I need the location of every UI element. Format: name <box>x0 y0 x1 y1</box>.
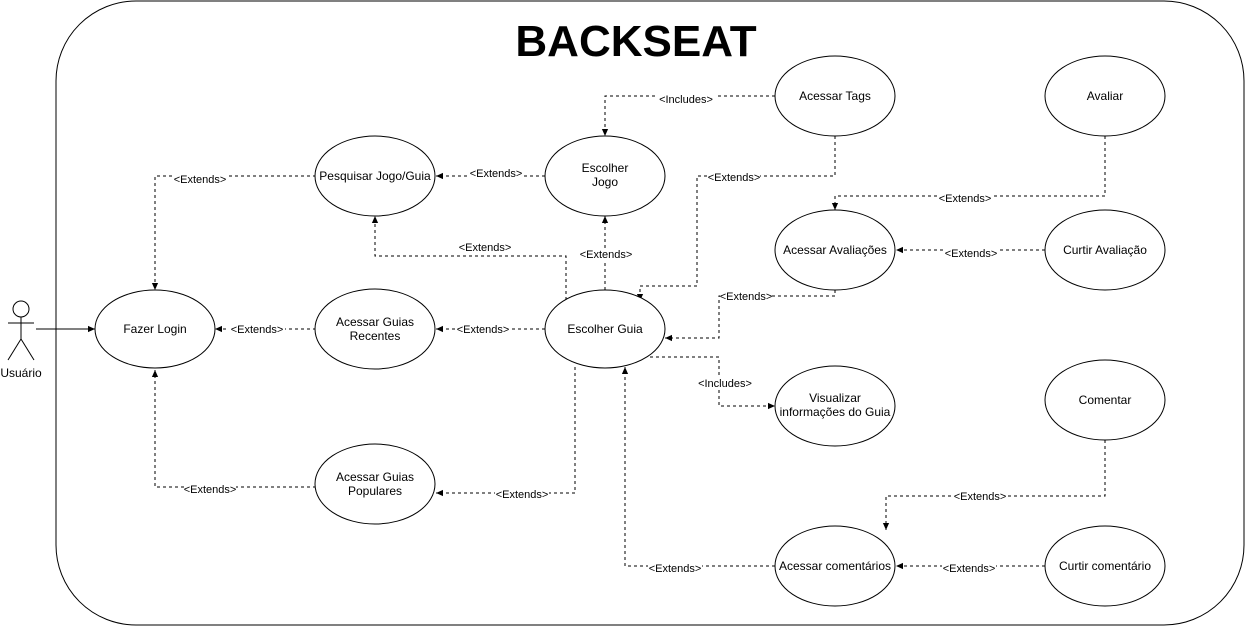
usecase-label: Populares <box>348 484 402 498</box>
edge-label: <Extends> <box>470 168 523 180</box>
edge-label: <Extends> <box>580 249 633 261</box>
usecase-label: Jogo <box>592 175 618 189</box>
usecase-acessar-tags[interactable]: Acessar Tags <box>774 55 896 137</box>
edge-tags-jogo <box>601 95 775 136</box>
usecase-label: Acessar Guias <box>336 470 414 484</box>
usecase-label: Acessar Avaliações <box>783 243 887 257</box>
usecase-curtir-avaliacao[interactable]: Curtir Avaliação <box>1044 209 1166 291</box>
system-title: BACKSEAT <box>515 17 756 66</box>
edge-guia-pesquisar <box>371 216 567 300</box>
usecase-escolher-jogo[interactable]: Escolher Jogo <box>544 135 666 217</box>
usecase-label: Pesquisar Jogo/Guia <box>319 169 431 183</box>
edge-comentarios-guia <box>621 367 775 567</box>
actor-usuario[interactable]: Usuário <box>0 300 42 380</box>
usecase-escolher-guia[interactable]: Escolher Guia <box>544 289 666 369</box>
usecase-acessar-guias-recentes[interactable]: Acessar Guias Recentes <box>314 288 436 370</box>
usecase-fazer-login[interactable]: Fazer Login <box>94 289 216 369</box>
edge-label: <Extends> <box>649 563 702 575</box>
usecase-label: Curtir comentário <box>1059 559 1151 573</box>
edge-guia-populares <box>436 367 576 497</box>
edge-label: <Extends> <box>457 324 510 336</box>
usecase-label: Visualizar <box>809 391 861 405</box>
actor-label: Usuário <box>0 366 42 380</box>
usecase-pesquisar-jogo-guia[interactable]: Pesquisar Jogo/Guia <box>314 135 436 217</box>
usecase-visualizar-informacoes[interactable]: Visualizar informações do Guia <box>774 365 896 447</box>
edge-label: <Extends> <box>174 174 227 186</box>
edge-label: <Extends> <box>720 291 773 303</box>
edge-label: <Extends> <box>708 172 761 184</box>
usecase-label: Fazer Login <box>123 322 186 336</box>
usecase-curtir-comentario[interactable]: Curtir comentário <box>1044 525 1166 607</box>
edge-label-group: <Extends> <Extends> <Extends> <Extends> … <box>174 93 1007 575</box>
usecase-avaliar[interactable]: Avaliar <box>1044 55 1166 137</box>
usecase-label: Recentes <box>350 329 401 343</box>
usecase-label: Avaliar <box>1087 89 1123 103</box>
edge-label: <Includes> <box>698 378 752 390</box>
edge-guia-visualizar <box>650 356 775 410</box>
usecase-label: informações do Guia <box>780 405 891 419</box>
usecase-label: Comentar <box>1079 393 1132 407</box>
edge-label: <Includes> <box>659 94 713 106</box>
edge-label: <Extends> <box>945 248 998 260</box>
edge-label: <Extends> <box>231 324 284 336</box>
usecase-label: Acessar Tags <box>799 89 871 103</box>
usecase-label: Escolher <box>582 161 629 175</box>
usecase-label: Acessar comentários <box>779 559 891 573</box>
usecase-label: Acessar Guias <box>336 315 414 329</box>
edge-label: <Extends> <box>943 563 996 575</box>
usecase-label: Escolher Guia <box>567 322 643 336</box>
usecase-acessar-avaliacoes[interactable]: Acessar Avaliações <box>774 209 896 291</box>
edge-label: <Extends> <box>496 489 549 501</box>
usecase-acessar-guias-populares[interactable]: Acessar Guias Populares <box>314 443 436 525</box>
edge-avaliacoes-guia <box>665 290 836 342</box>
edge-pesquisar-login <box>151 175 316 290</box>
usecase-acessar-comentarios[interactable]: Acessar comentários <box>774 525 896 607</box>
edge-label: <Extends> <box>459 242 512 254</box>
edge-label: <Extends> <box>954 491 1007 503</box>
usecase-comentar[interactable]: Comentar <box>1044 359 1166 441</box>
edge-label: <Extends> <box>939 193 992 205</box>
edge-label: <Extends> <box>184 484 237 496</box>
usecase-label: Curtir Avaliação <box>1063 243 1147 257</box>
